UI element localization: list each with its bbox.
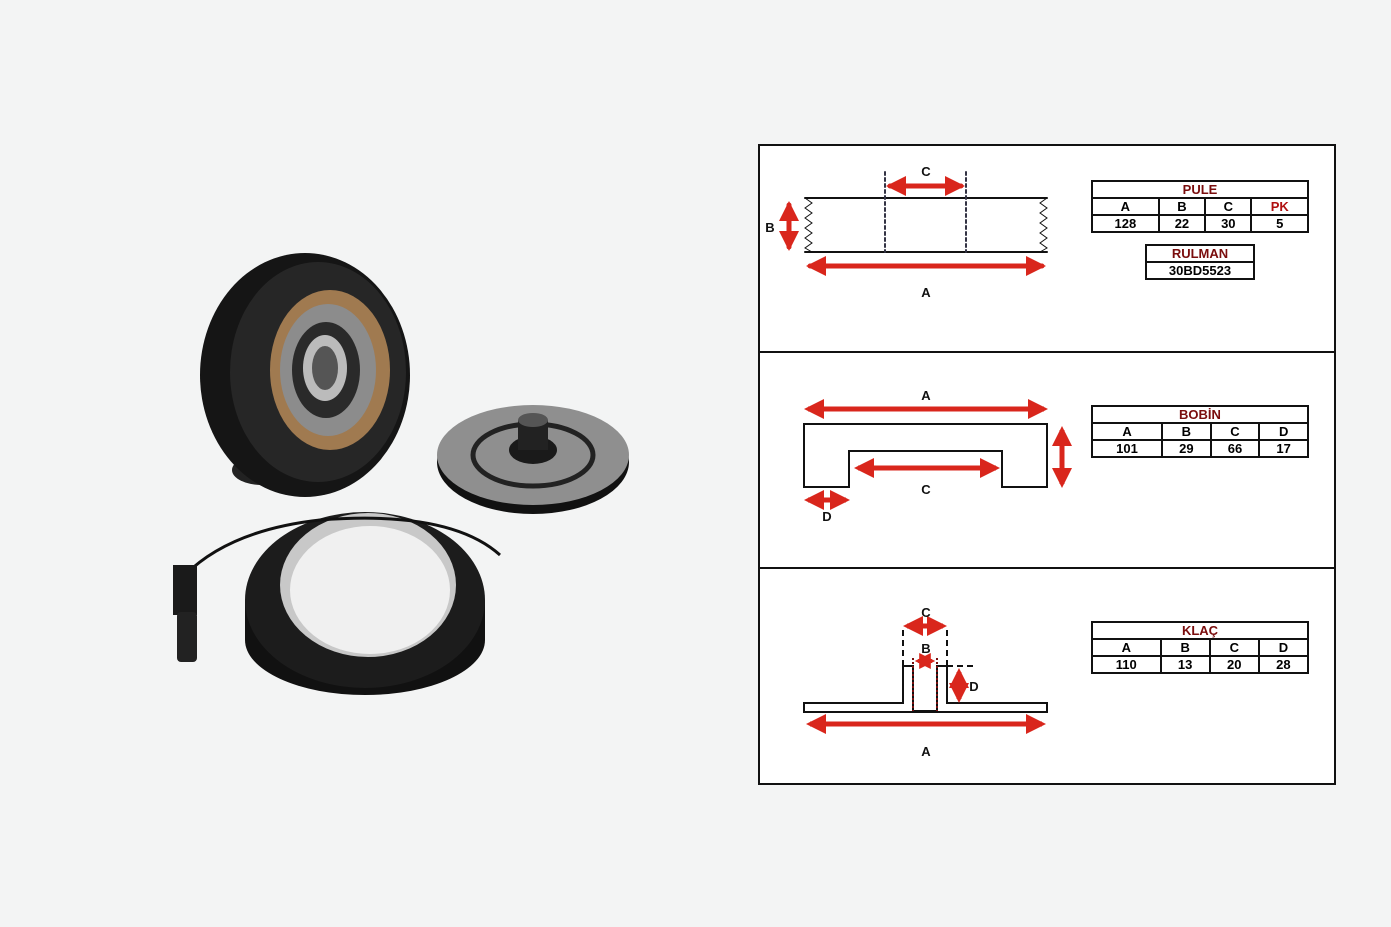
table-header: C	[1204, 197, 1253, 216]
table-header: D	[1257, 638, 1310, 657]
table-cell: 17	[1258, 439, 1309, 458]
pulley-label-a: A	[921, 285, 931, 300]
table-cell: 13	[1159, 655, 1211, 674]
table-cell: 29	[1161, 439, 1212, 458]
table-header: A	[1091, 197, 1160, 216]
table-header: B	[1159, 638, 1211, 657]
table-title: PULE	[1091, 180, 1309, 199]
table-header: C	[1208, 638, 1260, 657]
coil-label-c: C	[921, 482, 931, 497]
clutch-label-a: A	[921, 744, 931, 759]
table-cell: 28	[1257, 655, 1310, 674]
table-header: PK	[1250, 197, 1309, 216]
clutch-drawing	[803, 616, 1048, 734]
coil-label-d: D	[822, 509, 831, 524]
clutch-label-d: D	[969, 679, 978, 694]
table-header: B	[1157, 197, 1207, 216]
table-header: D	[1258, 422, 1309, 441]
bearing-spec-table: RULMAN 30BD5523	[1145, 244, 1255, 280]
table-header: C	[1209, 422, 1261, 441]
pulley-label-c: C	[921, 164, 931, 179]
coil-image	[173, 512, 502, 695]
table-header: B	[1161, 422, 1212, 441]
table-cell: 5	[1250, 214, 1309, 233]
table-cell: 101	[1090, 439, 1164, 458]
table-cell: 30BD5523	[1145, 261, 1255, 280]
table-cell: 22	[1157, 214, 1207, 233]
table-title: BOBİN	[1091, 405, 1309, 424]
table-title: RULMAN	[1145, 244, 1255, 263]
pulley-image	[200, 253, 410, 497]
pulley-spec-table: PULE A B C PK 128 22 30 5	[1091, 180, 1309, 233]
table-cell: 110	[1091, 655, 1162, 674]
clutch-label-b: B	[921, 641, 930, 656]
table-cell: 128	[1091, 214, 1160, 233]
table-cell: 30	[1204, 214, 1253, 233]
clutch-label-c: C	[921, 605, 931, 620]
pulley-label-b: B	[765, 220, 774, 235]
clutch-plate-image	[437, 405, 629, 514]
table-cell: 66	[1209, 439, 1261, 458]
table-cell: 20	[1208, 655, 1260, 674]
coil-label-a: A	[921, 388, 931, 403]
coil-drawing	[803, 399, 1072, 510]
clutch-spec-table: KLAÇ A B C D 110 13 20 28	[1091, 621, 1310, 674]
pulley-drawing	[779, 171, 1048, 276]
table-header: A	[1091, 638, 1162, 657]
table-header: A	[1090, 422, 1164, 441]
table-title: KLAÇ	[1091, 621, 1309, 640]
coil-spec-table: BOBİN A B C D 101 29 66 17	[1090, 405, 1309, 458]
